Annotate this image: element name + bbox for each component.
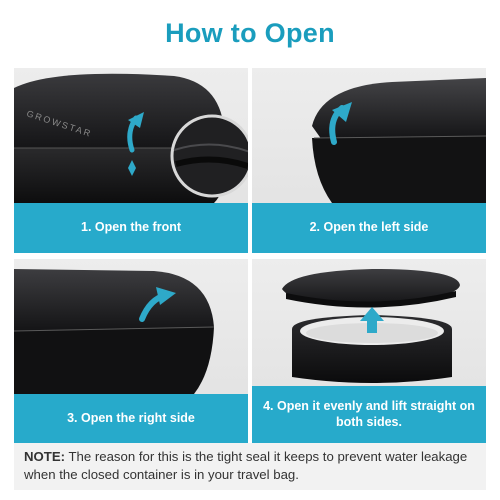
step-caption: 4. Open it evenly and lift straight on b… <box>252 386 486 444</box>
step-panel-front: GROWSTAR 1. Open the front <box>14 68 248 253</box>
note-label: NOTE: <box>24 449 66 464</box>
step-panel-right: 3. Open the right side <box>14 259 248 444</box>
curved-arrow-icon <box>139 287 176 322</box>
curved-arrow-icon <box>360 307 384 333</box>
step-panel-lift: 4. Open it evenly and lift straight on b… <box>252 259 486 444</box>
zoom-detail-icon <box>170 114 248 198</box>
step-caption: 1. Open the front <box>14 203 248 253</box>
case-left-image <box>312 78 486 203</box>
page-title: How to Open <box>165 18 335 48</box>
curved-arrow-icon <box>329 102 352 145</box>
case-right-image <box>14 269 215 394</box>
note-box: NOTE: The reason for this is the tight s… <box>14 443 486 490</box>
note-text: The reason for this is the tight seal it… <box>24 449 468 482</box>
curved-arrow-icon <box>127 112 144 176</box>
step-panel-left: 2. Open the left side <box>252 68 486 253</box>
step-caption: 2. Open the left side <box>252 203 486 253</box>
step-caption: 3. Open the right side <box>14 394 248 444</box>
case-lift-image <box>282 269 460 383</box>
case-front-image: GROWSTAR <box>14 73 248 203</box>
